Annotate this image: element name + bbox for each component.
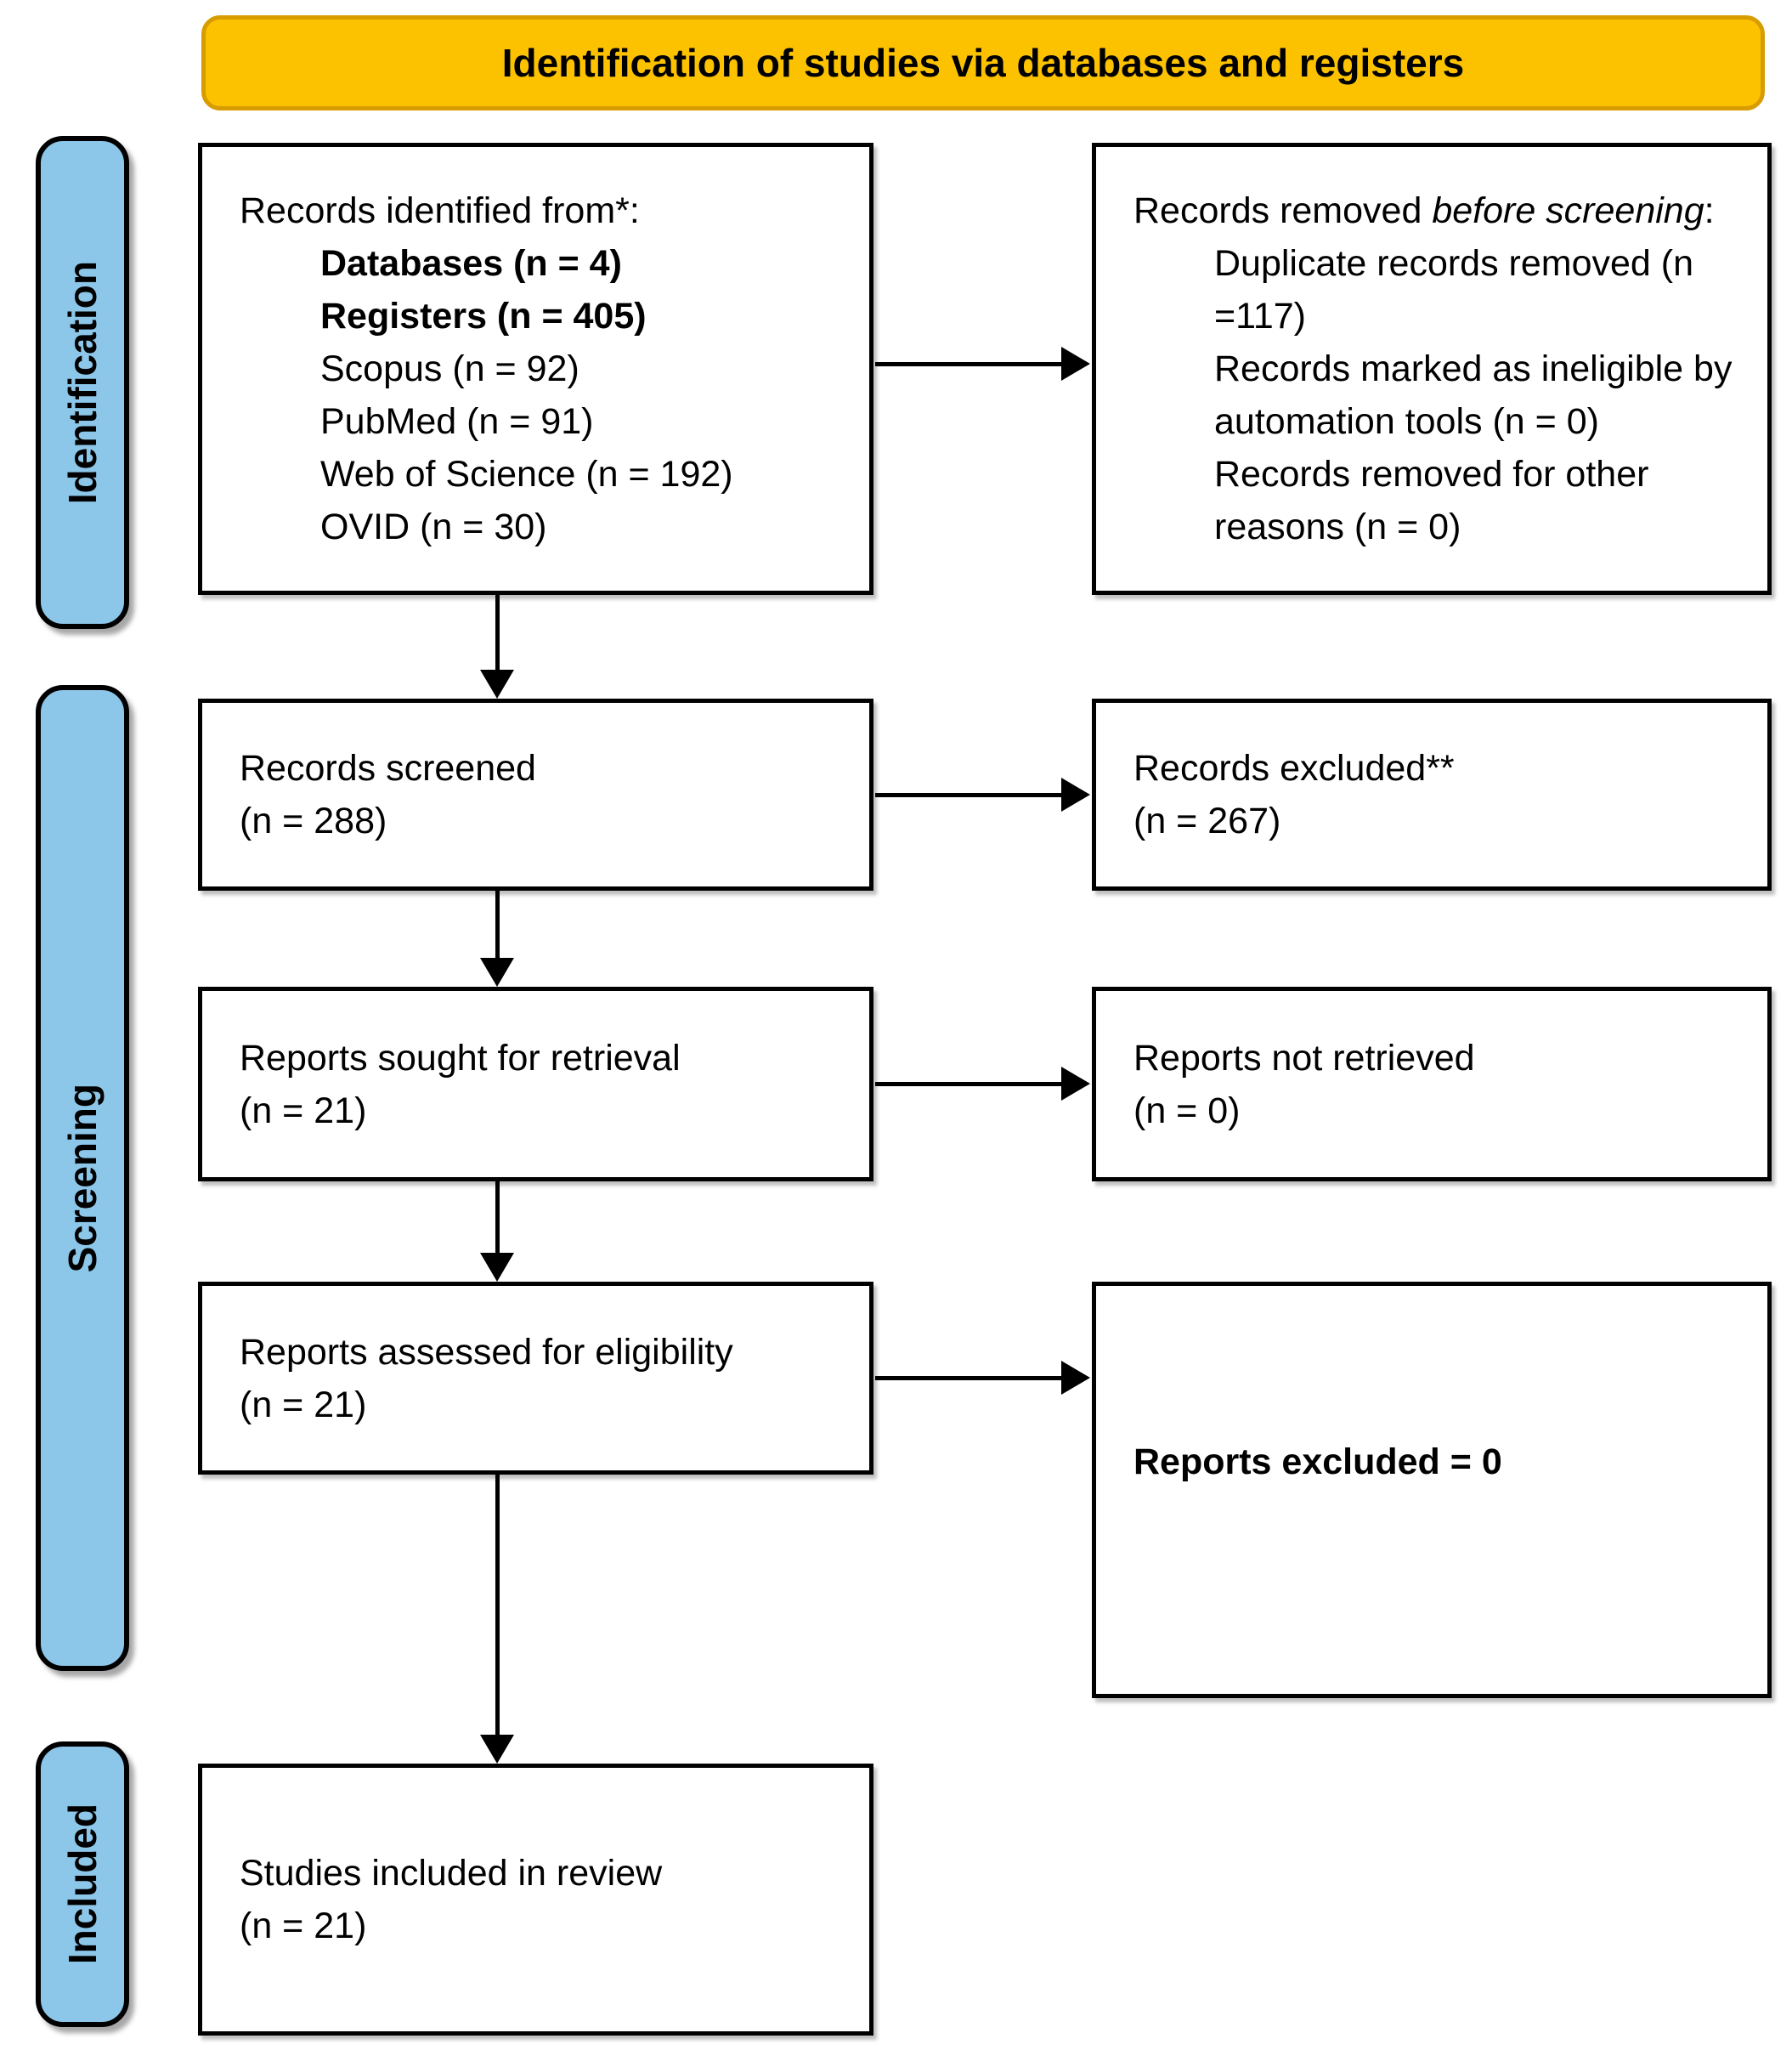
stage-label-screening: Screening bbox=[36, 685, 129, 1671]
records-identified-box: Records identified from*: Databases (n =… bbox=[198, 143, 873, 595]
box-line1: Reports sought for retrieval bbox=[240, 1037, 681, 1079]
arrow-line bbox=[495, 1181, 500, 1253]
reports-assessed-box: Reports assessed for eligibility (n = 21… bbox=[198, 1282, 873, 1475]
box-count: (n = 21) bbox=[240, 1384, 367, 1425]
source-item: Registers (n = 405) bbox=[320, 296, 647, 337]
stage-label-included: Included bbox=[36, 1741, 129, 2027]
arrow-line bbox=[495, 891, 500, 958]
stage-label-text: Screening bbox=[60, 1083, 105, 1273]
stage-label-text: Included bbox=[60, 1804, 105, 1965]
box-count: (n = 288) bbox=[240, 801, 387, 841]
arrow-head-icon bbox=[1061, 778, 1090, 812]
arrow-head-icon bbox=[480, 1735, 514, 1764]
reports-sought-box: Reports sought for retrieval (n = 21) bbox=[198, 987, 873, 1181]
box-intro: Records removed before screening: bbox=[1133, 184, 1742, 237]
source-item: Databases (n = 4) bbox=[320, 243, 622, 284]
box-line1: Records excluded** bbox=[1133, 748, 1455, 789]
box-line1: Reports not retrieved bbox=[1133, 1037, 1475, 1079]
source-item: OVID (n = 30) bbox=[320, 507, 547, 547]
arrow-line bbox=[875, 1082, 1061, 1086]
reports-excluded-box: Reports excluded = 0 bbox=[1092, 1282, 1772, 1698]
removal-item: Duplicate records removed (n =117) bbox=[1214, 243, 1694, 337]
arrow-line bbox=[495, 1475, 500, 1735]
box-count: (n = 0) bbox=[1133, 1090, 1241, 1131]
intro-suffix: : bbox=[1704, 190, 1715, 231]
records-removed-box: Records removed before screening: Duplic… bbox=[1092, 143, 1772, 595]
box-count: (n = 21) bbox=[240, 1906, 367, 1946]
intro-prefix: Records removed bbox=[1133, 190, 1433, 231]
page-title: Identification of studies via databases … bbox=[501, 41, 1465, 85]
source-item: Web of Science (n = 192) bbox=[320, 454, 733, 495]
box-line1: Reports excluded = 0 bbox=[1133, 1441, 1502, 1482]
box-line1: Records screened bbox=[240, 748, 536, 789]
records-screened-box: Records screened (n = 288) bbox=[198, 699, 873, 891]
removal-item: Records marked as ineligible by automati… bbox=[1214, 348, 1733, 442]
reports-not-retrieved-box: Reports not retrieved (n = 0) bbox=[1092, 987, 1772, 1181]
intro-italic: before screening bbox=[1432, 190, 1704, 231]
arrow-head-icon bbox=[480, 1253, 514, 1282]
arrow-line bbox=[495, 595, 500, 670]
box-count: (n = 21) bbox=[240, 1090, 367, 1131]
box-line1: Reports assessed for eligibility bbox=[240, 1331, 733, 1373]
arrow-head-icon bbox=[480, 670, 514, 699]
box-intro: Records identified from*: bbox=[240, 190, 640, 231]
arrow-head-icon bbox=[1061, 347, 1090, 381]
box-count: (n = 267) bbox=[1133, 801, 1281, 841]
source-item: Scopus (n = 92) bbox=[320, 348, 579, 389]
arrow-line bbox=[875, 1376, 1061, 1380]
box-line1: Studies included in review bbox=[240, 1853, 663, 1894]
title-banner: Identification of studies via databases … bbox=[201, 15, 1765, 110]
removal-item: Records removed for other reasons (n = 0… bbox=[1214, 454, 1649, 547]
records-excluded-box: Records excluded** (n = 267) bbox=[1092, 699, 1772, 891]
arrow-line bbox=[875, 362, 1061, 366]
studies-included-box: Studies included in review (n = 21) bbox=[198, 1764, 873, 2036]
arrow-head-icon bbox=[1061, 1361, 1090, 1395]
stage-label-identification: Identification bbox=[36, 136, 129, 629]
arrow-head-icon bbox=[1061, 1067, 1090, 1101]
arrow-head-icon bbox=[480, 958, 514, 987]
stage-label-text: Identification bbox=[60, 260, 105, 505]
arrow-line bbox=[875, 793, 1061, 797]
source-item: PubMed (n = 91) bbox=[320, 401, 594, 442]
